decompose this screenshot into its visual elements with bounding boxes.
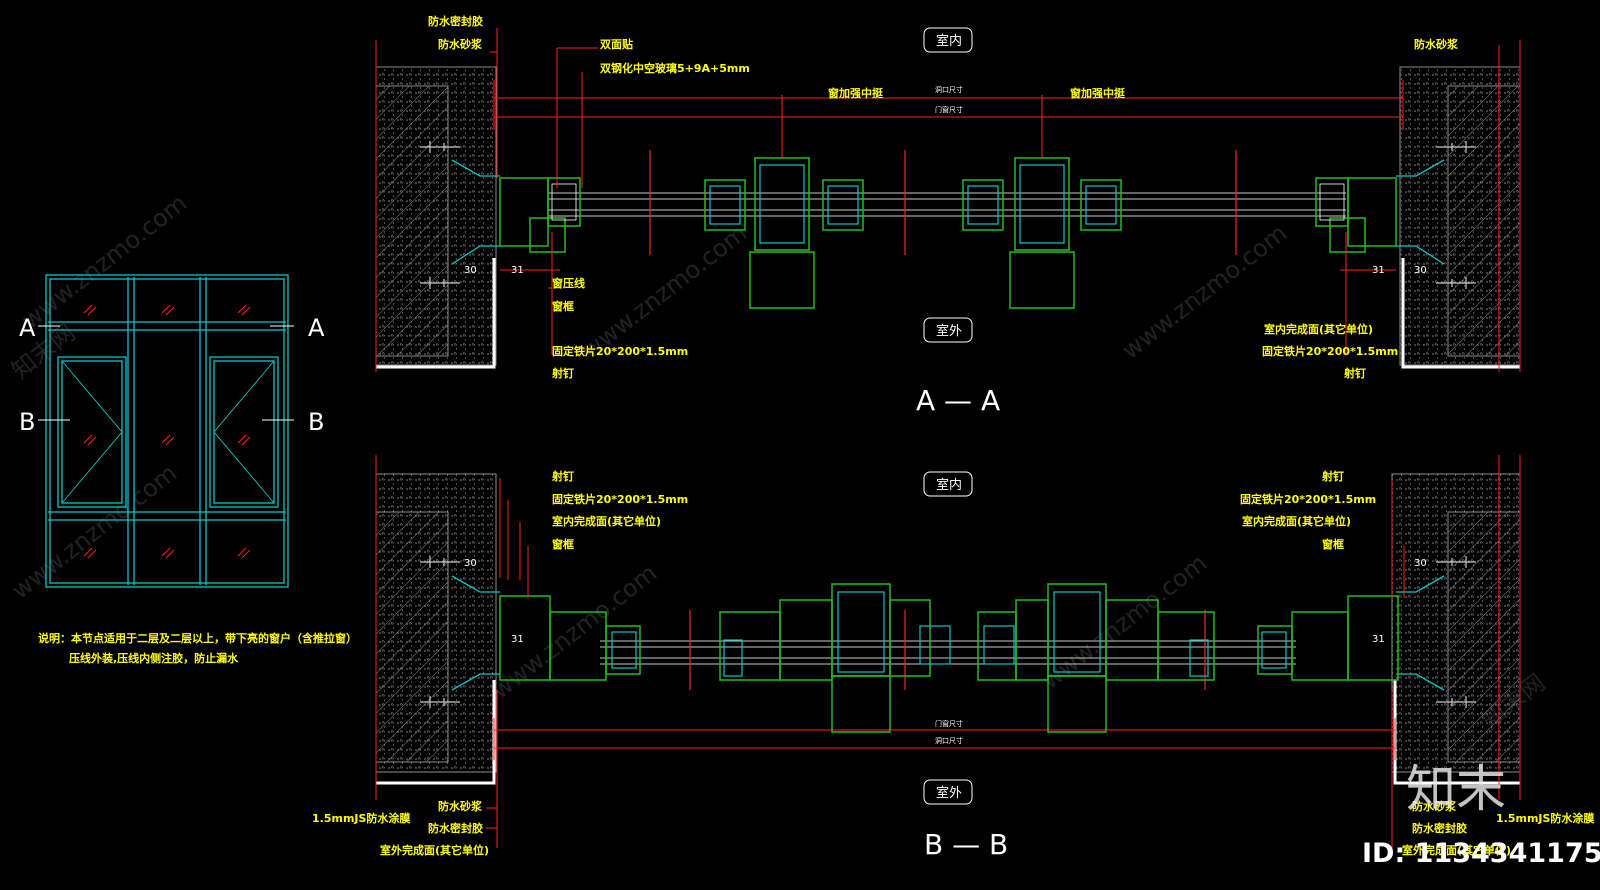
dim-frame-size: 门窗尺寸 [935, 105, 963, 114]
label-waterproof-mortar-bb: 防水砂浆 [438, 799, 483, 813]
dim-31-right-bb: 31 [1372, 634, 1385, 645]
label-js-membrane-right: 1.5mmJS防水涂膜 [1496, 811, 1594, 825]
section-markers [38, 325, 294, 421]
label-fixing-plate-bb-right: 固定铁片20*200*1.5mm [1240, 492, 1376, 506]
watermark-text: www.znzmo.com [576, 219, 752, 365]
section-bb: 门窗尺寸 洞口尺寸 [312, 455, 1594, 861]
label-fixing-plate: 固定铁片20*200*1.5mm [552, 344, 688, 358]
label-mullion-reinforce: 窗加强中挺 [828, 86, 884, 100]
note-line-1: 说明：本节点适用于二层及二层以上，带下亮的窗户（含推拉窗） [38, 631, 357, 645]
section-aa: 洞口尺寸 门窗尺寸 [375, 14, 1521, 417]
tag-outdoor-aa-text: 室外 [936, 323, 962, 339]
label-waterproof-mortar-bb-right: 防水砂浆 [1412, 799, 1457, 813]
tag-indoor-aa [923, 27, 973, 53]
section-label-b-left: B [19, 408, 35, 436]
seal-block [551, 183, 577, 221]
label-waterproof-mortar-right: 防水砂浆 [1414, 37, 1459, 51]
dim-frame-size-bb: 门窗尺寸 [935, 719, 963, 728]
label-fixing-plate-right: 固定铁片20*200*1.5mm [1262, 344, 1398, 358]
dim-30-left-bb: 30 [464, 558, 477, 569]
label-window-frame-bb-right: 窗框 [1322, 537, 1344, 551]
label-outdoor-finish-right: 室外完成面(其它单位) [1402, 843, 1511, 857]
tag-outdoor-bb-text: 室外 [936, 785, 962, 801]
label-nail-bb-right: 射钉 [1321, 469, 1344, 483]
tag-outdoor-bb [923, 779, 973, 805]
label-fixing-plate-bb: 固定铁片20*200*1.5mm [552, 492, 688, 506]
wall-right-aa [1399, 40, 1521, 372]
dim-opening-size-bb: 洞口尺寸 [935, 736, 963, 745]
label-waterproof-mortar: 防水砂浆 [438, 37, 483, 51]
dim-30-left-aa: 30 [464, 265, 477, 276]
section-title-aa: A — A [916, 384, 1000, 417]
watermark-text: www.znzmo.com [1116, 219, 1292, 365]
tag-indoor-bb-text: 室内 [936, 477, 962, 493]
section-label-a-left: A [19, 314, 36, 342]
brand-logo: 知末 [1406, 760, 1506, 818]
dim-30-right-bb: 30 [1414, 558, 1427, 569]
dim-30-right-aa: 30 [1414, 265, 1427, 276]
tag-indoor-aa-text: 室内 [936, 33, 962, 49]
label-indoor-finish: 室内完成面(其它单位) [1264, 322, 1373, 336]
tag-indoor-bb [923, 471, 973, 497]
label-indoor-finish-bb: 室内完成面(其它单位) [552, 514, 661, 528]
wall-left-aa [375, 40, 497, 372]
glass-marks [83, 304, 251, 559]
note-line-2: 压线外装,压线内侧注胶，防止漏水 [69, 651, 239, 665]
label-waterproof-sealant: 防水密封胶 [428, 14, 483, 28]
label-glazing-bead: 窗压线 [552, 276, 585, 290]
dim-opening-size: 洞口尺寸 [935, 85, 963, 94]
tag-outdoor-aa [923, 317, 973, 343]
label-mullion-reinforce: 窗加强中挺 [1070, 86, 1126, 100]
label-waterproof-sealant-bb-right: 防水密封胶 [1412, 821, 1467, 835]
label-outdoor-finish: 室外完成面(其它单位) [380, 843, 489, 857]
watermark-text: www.znzmo.com [1036, 549, 1212, 695]
label-js-membrane: 1.5mmJS防水涂膜 [312, 811, 410, 825]
wall-right-bb [1391, 455, 1521, 800]
dim-31-left-bb: 31 [511, 634, 524, 645]
brand-id: ID: 1134341175 [1362, 838, 1600, 869]
dim-31-right-aa: 31 [1372, 265, 1385, 276]
label-double-glass: 双钢化中空玻璃5+9A+5mm [600, 61, 750, 75]
section-title-bb: B — B [924, 828, 1008, 861]
label-nail-bb: 射钉 [551, 469, 574, 483]
label-nail-right: 射钉 [1343, 366, 1366, 380]
section-label-b-right: B [308, 408, 324, 436]
label-window-frame: 窗框 [552, 299, 574, 313]
label-nail: 射钉 [551, 366, 574, 380]
label-window-frame-bb: 窗框 [552, 537, 574, 551]
section-label-a-right: A [308, 314, 325, 342]
window-elevation [45, 274, 289, 588]
watermark-text: www.znzmo.com [16, 189, 192, 335]
label-indoor-finish-bb-right: 室内完成面(其它单位) [1242, 514, 1351, 528]
wall-left-bb [375, 455, 497, 800]
dim-31-left-aa: 31 [511, 265, 524, 276]
watermark-cn: 知末网 [6, 318, 80, 384]
label-double-tape: 双面贴 [600, 37, 633, 51]
label-waterproof-sealant-bb: 防水密封胶 [428, 821, 483, 835]
